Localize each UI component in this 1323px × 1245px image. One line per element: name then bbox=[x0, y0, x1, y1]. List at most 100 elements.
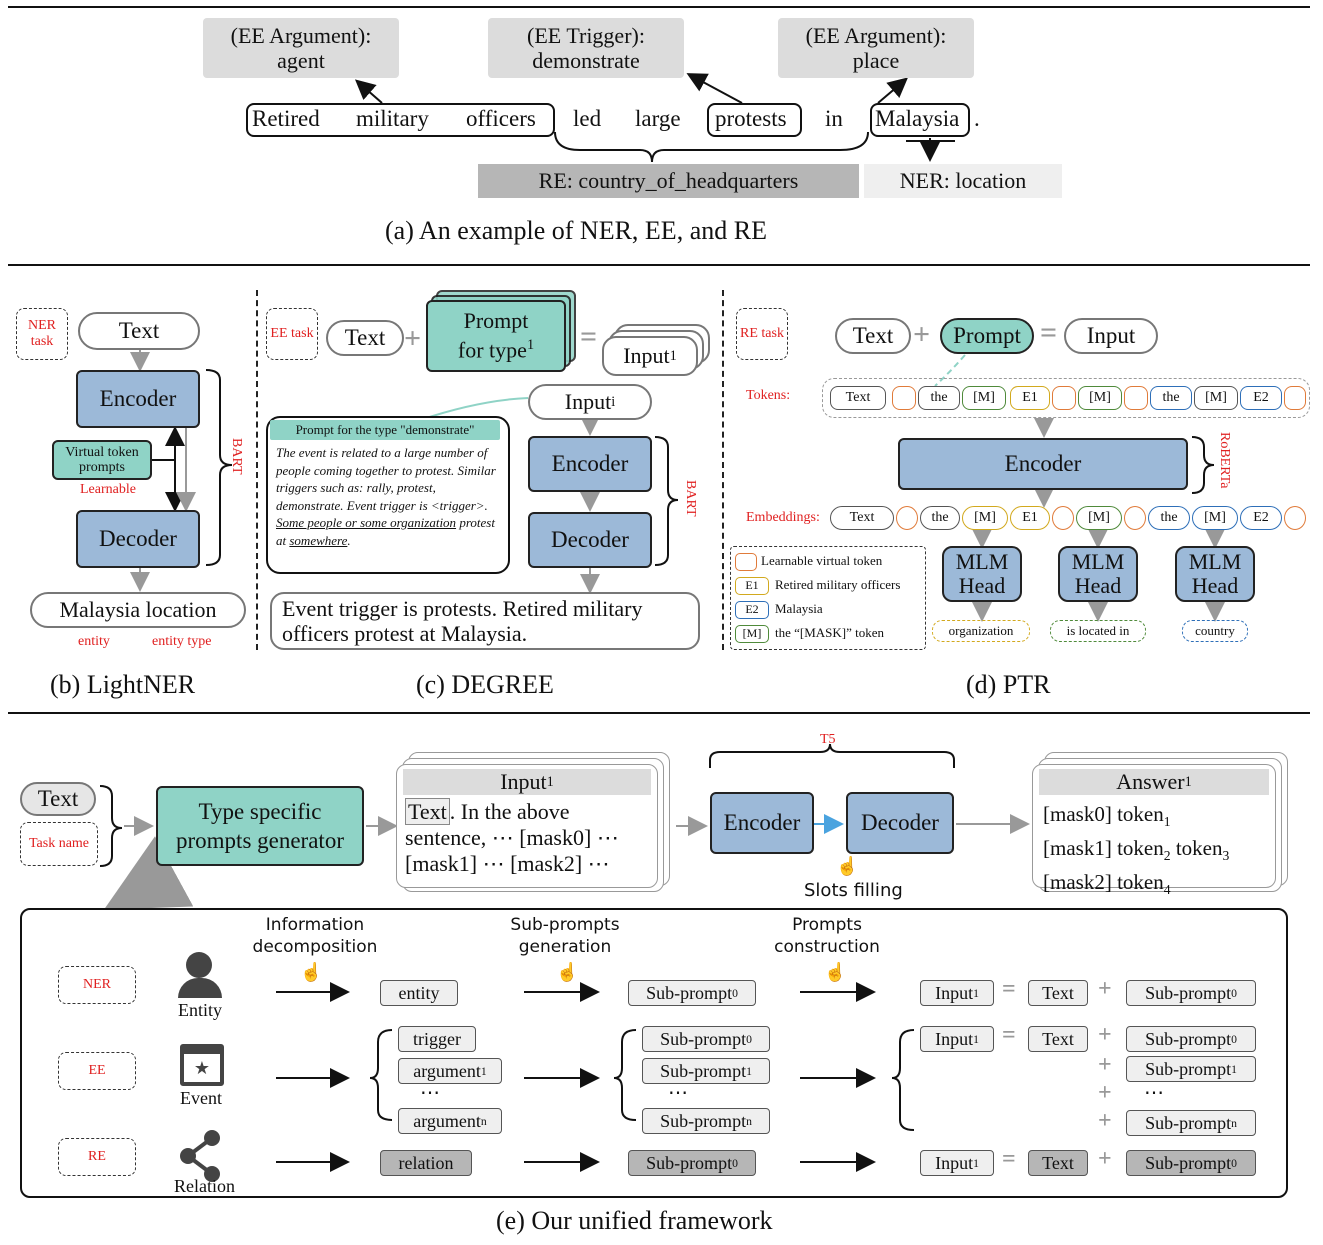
answer-body: [mask0] token1 [mask1] token2 token3 [ma… bbox=[1043, 801, 1229, 904]
emb-mask-2: [M] bbox=[1076, 506, 1122, 530]
step-prompts-construction: Prompts construction bbox=[774, 915, 880, 957]
re-label-box: RE: country_of_headquarters bbox=[478, 164, 859, 198]
input-template-body: Text. In the above sentence, ⋯ [mask0] ⋯… bbox=[405, 798, 619, 877]
person-icon-body bbox=[178, 978, 222, 998]
ee-plus-2: + bbox=[1098, 1080, 1112, 1106]
emb-virtual-4 bbox=[1284, 506, 1306, 530]
output-located-in: is located in bbox=[1050, 620, 1146, 642]
tokens-label: Tokens: bbox=[746, 388, 791, 403]
top-rule bbox=[8, 6, 1310, 8]
token-mask-3: [M] bbox=[1194, 386, 1238, 410]
roberta-label: RoBERTa bbox=[1217, 432, 1232, 489]
word-retired: Retired bbox=[252, 106, 320, 131]
word-large: large bbox=[635, 106, 681, 131]
token-virtual-3 bbox=[1124, 386, 1148, 410]
caption-d: (d) PTR bbox=[966, 670, 1051, 699]
token-virtual-1 bbox=[892, 386, 916, 410]
word-in: in bbox=[825, 106, 843, 131]
emb-the-2: the bbox=[1148, 506, 1190, 530]
entity-chip: entity bbox=[380, 980, 458, 1006]
input-body-4: [mask1] ⋯ [mask2] ⋯ bbox=[405, 851, 610, 876]
place-span-box bbox=[870, 103, 970, 137]
ptr-encoder: Encoder bbox=[898, 438, 1188, 490]
prompt-for-type-box: Prompt for type1 bbox=[426, 300, 566, 372]
ee-text-chip: Text bbox=[1028, 1026, 1088, 1052]
trigger-chip: trigger bbox=[398, 1026, 476, 1052]
ner-equals: = bbox=[1002, 976, 1016, 1002]
ptr-plus-icon: + bbox=[913, 318, 931, 351]
legend-virtual-swatch bbox=[735, 553, 757, 571]
prompt-card bbox=[266, 416, 510, 574]
prompt-card-underlined-1: Some people or some organization bbox=[276, 515, 457, 530]
slots-filling-label: Slots filling bbox=[804, 880, 903, 901]
ee-equals: = bbox=[1002, 1022, 1016, 1048]
word-military: military bbox=[356, 106, 429, 131]
entity-label: entity bbox=[78, 634, 110, 649]
lightner-encoder: Encoder bbox=[76, 370, 200, 428]
re-task-tag: RE task bbox=[736, 308, 788, 360]
legend-e2-key: E2 bbox=[735, 601, 769, 619]
token-mask-1: [M] bbox=[962, 386, 1006, 410]
argument-ellipsis: ⋯ bbox=[420, 1082, 440, 1104]
word-protests: protests bbox=[715, 106, 787, 131]
arg2-value: place bbox=[852, 48, 900, 73]
answer-line-1: [mask1] token2 token3 bbox=[1043, 836, 1230, 864]
legend-mask-text: the “[MASK]” token bbox=[775, 625, 885, 640]
degree-decoder: Decoder bbox=[528, 512, 652, 568]
e-text-input: Text bbox=[20, 782, 96, 816]
token-mask-2: [M] bbox=[1078, 386, 1122, 410]
trigger-span-box bbox=[707, 103, 802, 137]
calendar-icon: ★ bbox=[180, 1044, 224, 1086]
ee-plus-1: + bbox=[1098, 1052, 1112, 1078]
rule-a bbox=[8, 264, 1310, 266]
hand-icon-2: ☝ bbox=[556, 962, 579, 982]
emb-e2: E2 bbox=[1240, 506, 1282, 530]
prompt-for-type-line1: Prompt bbox=[463, 308, 529, 334]
task-name-tag: Task name bbox=[20, 822, 98, 866]
hand-icon-3: ☝ bbox=[824, 962, 847, 982]
entity-span-box bbox=[246, 103, 555, 137]
learnable-label: Learnable bbox=[80, 482, 136, 497]
token-the-2: the bbox=[1150, 386, 1192, 410]
mlm-head-2: MLM Head bbox=[1058, 546, 1138, 602]
hand-pointer-icon: ☝ bbox=[836, 856, 859, 876]
row-re-tag: RE bbox=[58, 1138, 136, 1176]
ptr-legend: Learnable virtual token E1 Retired milit… bbox=[730, 546, 926, 650]
arg1-value: agent bbox=[277, 48, 325, 73]
output-organization: organization bbox=[932, 620, 1030, 642]
emb-text: Text bbox=[830, 506, 894, 530]
token-the-1: the bbox=[918, 386, 960, 410]
trigger-label: (EE Trigger): bbox=[527, 23, 645, 48]
degree-text-input: Text bbox=[326, 320, 404, 356]
arg1-label: (EE Argument): bbox=[230, 23, 372, 48]
token-virtual-2 bbox=[1052, 386, 1076, 410]
step-information-decomposition: Information decomposition bbox=[252, 915, 378, 957]
prompt-card-text: The event is related to a large number o… bbox=[276, 445, 496, 513]
row-entity-label: Entity bbox=[178, 1000, 222, 1020]
token-e2: E2 bbox=[1240, 386, 1282, 410]
legend-e1-text: Retired military officers bbox=[775, 577, 901, 592]
input-body-3: sentence, ⋯ [mask0] ⋯ bbox=[405, 825, 619, 850]
row-ee-tag: EE bbox=[58, 1052, 136, 1090]
re-text-chip: Text bbox=[1028, 1150, 1088, 1176]
prompt-card-mid: protest at bbox=[276, 515, 495, 548]
prompt-card-underlined-2: somewhere bbox=[289, 532, 348, 548]
degree-bart-label: BART bbox=[683, 480, 698, 517]
subprompt-ellipsis: ⋯ bbox=[668, 1082, 688, 1104]
trigger-value: demonstrate bbox=[532, 48, 640, 73]
embeddings-label: Embeddings: bbox=[746, 510, 820, 525]
person-icon-head bbox=[186, 952, 212, 978]
answer-line-2: [mask2] token4 bbox=[1043, 870, 1171, 898]
